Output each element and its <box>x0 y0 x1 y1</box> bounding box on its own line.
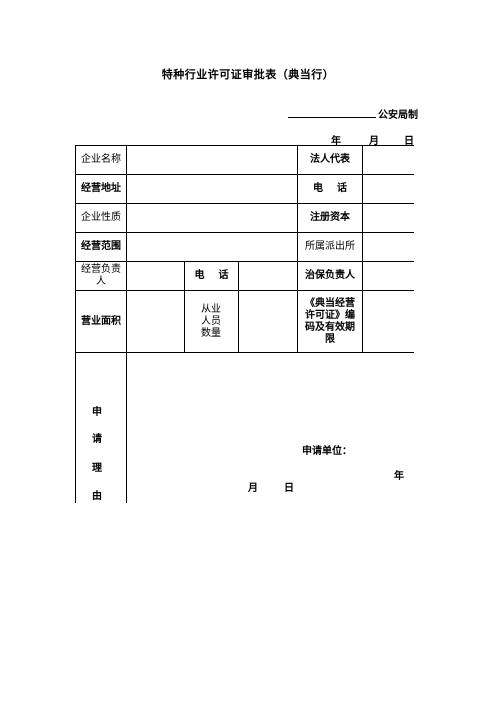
address-field[interactable] <box>127 175 297 203</box>
grid-line <box>75 174 414 175</box>
header-year: 年 <box>331 136 341 147</box>
issuer-text: 公安局制 <box>378 110 418 121</box>
applicant-label: 申请单位： <box>302 446 352 457</box>
phone-field[interactable] <box>363 175 414 203</box>
area-field[interactable] <box>127 291 184 352</box>
reason-label-char-2: 请 <box>92 434 102 445</box>
license-code-label: 《典当经营许可证》编码及有效期限 <box>305 297 355 345</box>
police-station-label: 所属派出所 <box>305 241 355 252</box>
header-day: 日 <box>404 136 414 147</box>
grid-line <box>75 232 414 233</box>
grid-line <box>184 261 185 352</box>
reg-capital-field[interactable] <box>363 204 414 232</box>
grid-line <box>126 145 127 503</box>
company-nature-label: 企业性质 <box>81 212 121 223</box>
business-scope-label: 经营范围 <box>81 241 121 252</box>
security-head-label: 治保负责人 <box>305 270 355 281</box>
area-label: 营业面积 <box>81 315 121 327</box>
approval-form-table: 企业名称 法人代表 经营地址 电 话 企业性质 注册资本 经营范围 所属派出所 … <box>75 145 414 503</box>
grid-line <box>75 203 414 204</box>
grid-line <box>75 145 76 503</box>
reason-month: 月 <box>248 483 258 494</box>
issuer-line: 公安局制 <box>288 106 418 121</box>
staff-count-field[interactable] <box>239 291 297 352</box>
reason-field[interactable] <box>127 353 414 503</box>
grid-line <box>75 145 414 146</box>
police-station-field[interactable] <box>363 233 414 261</box>
header-month: 月 <box>369 136 379 147</box>
company-name-field[interactable] <box>127 146 297 174</box>
manager-phone-label: 电 话 <box>194 270 229 281</box>
business-scope-field[interactable] <box>127 233 297 261</box>
grid-line <box>362 145 363 352</box>
reason-day: 日 <box>284 483 294 494</box>
reason-label-char-3: 理 <box>92 463 102 474</box>
legal-rep-field[interactable] <box>363 146 414 174</box>
grid-line <box>75 352 414 353</box>
phone-label: 电 话 <box>313 183 347 194</box>
staff-count-label: 从业人员数量 <box>201 303 221 339</box>
grid-line <box>75 261 414 262</box>
security-head-field[interactable] <box>363 262 414 290</box>
manager-label: 经营负责人 <box>81 264 121 287</box>
manager-field[interactable] <box>127 262 184 290</box>
reason-label-char-4: 由 <box>92 491 102 502</box>
manager-phone-field[interactable] <box>239 262 297 290</box>
reason-year: 年 <box>394 471 404 482</box>
reg-capital-label: 注册资本 <box>310 212 350 223</box>
company-name-label: 企业名称 <box>81 154 121 165</box>
reason-label-char-1: 申 <box>92 407 102 418</box>
legal-rep-label: 法人代表 <box>310 154 350 165</box>
grid-line <box>75 290 414 291</box>
license-code-field[interactable] <box>363 291 414 352</box>
address-label: 经营地址 <box>81 183 121 194</box>
grid-line <box>297 145 298 352</box>
grid-line <box>238 261 239 352</box>
company-nature-field[interactable] <box>127 204 297 232</box>
form-title: 特种行业许可证审批表（典当行） <box>161 68 335 81</box>
issuer-blank-field[interactable] <box>288 107 376 118</box>
